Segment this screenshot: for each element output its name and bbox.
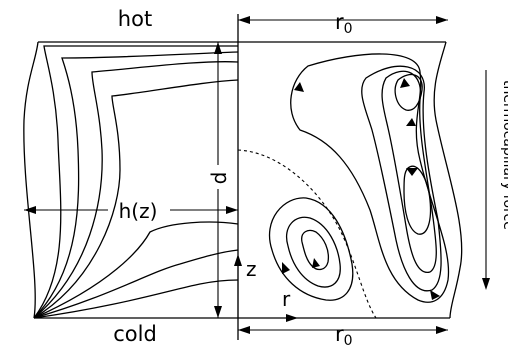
flow-arrow-4 [294,82,304,92]
depth-arrow-bottom [214,306,222,318]
bottom-radius-label: r0 [335,322,353,347]
bottom-radius-arrow-right [436,326,448,334]
height-arrow-right [226,206,238,214]
streamlines [237,41,463,319]
isotherms [23,41,239,319]
force-arrowhead [482,278,490,290]
isotherm-5 [33,221,239,319]
r-axis-arrowhead [286,314,298,322]
r-axis-label: r [282,287,291,311]
flow-arrow-2 [406,118,416,126]
isotherm-7 [33,279,239,319]
lower-vortex-outer [268,197,354,301]
top-radius-label: r0 [335,10,353,37]
depth-arrow-top [214,42,222,54]
right-free-surface [433,41,463,319]
flow-arrow-6 [282,262,290,274]
z-axis-arrowhead [234,254,242,266]
bottom-radius-arrow-left [238,326,250,334]
lower-vortex-inner [301,229,330,271]
isotherm-2 [33,51,239,319]
flow-arrow-5 [430,290,440,300]
z-axis-label: z [246,257,257,281]
isotherm-6 [33,249,239,319]
top-radius-arrow-left [238,16,250,24]
depth-label: d [207,172,231,185]
isotherm-1 [33,45,238,319]
height-arrow-left [24,206,36,214]
flow-arrow-3 [406,168,418,176]
flow-arrow-1 [400,78,410,88]
force-label: thermocapillary force [500,80,508,230]
separatrix-dashed [237,149,377,319]
flow-arrow-7 [312,258,320,268]
isotherm-4 [33,79,239,319]
height-label: h(z) [119,199,158,223]
lower-vortex-mid [285,216,341,288]
upper-eye-middle [403,165,432,235]
cold-label: cold [113,322,157,346]
isotherm-3 [33,61,239,319]
hot-label: hot [118,7,152,31]
left-free-surface [23,41,39,319]
upper-vortex-outer [290,53,450,303]
upper-vortex-mid [361,65,442,292]
upper-eye-top [394,73,423,111]
top-radius-arrow-right [436,16,448,24]
